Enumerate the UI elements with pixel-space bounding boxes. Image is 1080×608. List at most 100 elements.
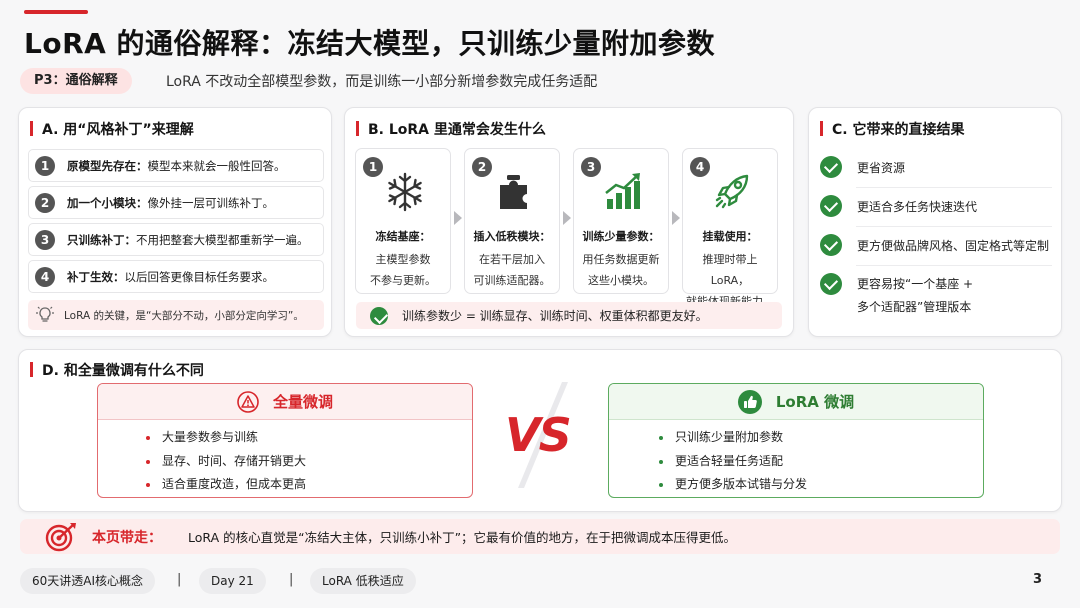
section-a-heading-text: A. 用“风格补丁”来理解 [42,122,194,138]
tip-text: LoRA 的关键，是“大部分不动，小部分定向学习”。 [64,309,304,322]
concept-row: 2 加一个小模块：像外挂一层可训练补丁。 [28,186,324,219]
step-arrow [454,211,462,225]
step-arrow [563,211,571,225]
footer-topic: LoRA 低秩适应 [310,568,416,594]
result-text: 更方便做品牌风格、固定格式等定制 [857,239,1050,253]
result-text: 多个适配器”管理版本 [857,300,972,314]
concept-row: 4 补丁生效：以后回答更像目标任务要求。 [28,260,324,293]
section-b-heading-text: B. LoRA 里通常会发生什么 [368,122,546,138]
process-step: 3 训练少量参数： 用任务数据更新这些小模块。 [573,148,669,294]
footer-separator: | [177,572,182,587]
check-icon [820,195,842,217]
result-text: 更容易按“一个基座 + [857,277,974,291]
step-desc-line: 主模型参数 [375,253,431,266]
result-item: 更省资源 [820,156,905,178]
row-bold: 只训练补丁： [67,232,136,247]
footer-day: Day 21 [199,568,266,594]
row-text: 不用把整套大模型都重新学一遍。 [136,232,309,247]
list-item: 适合重度改造，但成本更高 [146,473,306,497]
row-bold: 补丁生效： [67,269,125,284]
section-c-heading: C. 它带来的直接结果 [820,119,964,139]
step-number: 2 [472,157,492,177]
list-item: 只训练少量附加参数 [659,426,807,450]
row-bold: 加一个小模块： [67,195,148,210]
full-finetune-panel: 全量微调 大量参数参与训练 显存、时间、存储开销更大 适合重度改造，但成本更高 [97,383,473,498]
page-tag: P3：通俗解释 [20,68,132,94]
step-number: 3 [581,157,601,177]
warning-icon [237,390,259,413]
section-b-tip: 训练参数少 = 训练显存、训练时间、权重体积都更友好。 [356,302,782,329]
card-section-a [18,107,332,337]
divider [856,187,1052,188]
process-step: 2 插入低秩模块： 在若干层加入可训练适配器。 [464,148,560,294]
section-c-heading-text: C. 它带来的直接结果 [832,122,965,138]
snowflake-icon [388,172,422,212]
process-step: 4 挂载使用： 推理时带上 LoRA，就能体现新能力。 [682,148,778,308]
lora-finetune-title: LoRA 微调 [775,393,855,411]
page-subtitle: LoRA 不改动全部模型参数，而是训练一小部分新增参数完成任务适配 [166,74,598,90]
lora-finetune-header: LoRA 微调 [609,384,983,420]
step-desc: 用任务数据更新这些小模块。 [574,249,668,291]
step-number: 1 [363,157,383,177]
target-icon [45,522,76,551]
takeaway-label: 本页带走： [92,529,162,546]
concept-row: 3 只训练补丁：不用把整套大模型都重新学一遍。 [28,223,324,256]
result-text: 更适合多任务快速迭代 [857,200,978,214]
puzzle-icon [500,175,527,209]
step-desc-line: 这些小模块。 [588,274,654,287]
check-icon [820,273,842,295]
step-desc: 主模型参数不参与更新。 [356,249,450,291]
page-number: 3 [1032,572,1042,587]
section-a-tip: LoRA 的关键，是“大部分不动，小部分定向学习”。 [28,300,324,330]
process-step: 1 冻结基座： 主模型参数不参与更新。 [355,148,451,294]
full-finetune-list: 大量参数参与训练 显存、时间、存储开销更大 适合重度改造，但成本更高 [146,426,306,497]
card-section-c [808,107,1062,337]
lightbulb-icon [36,306,54,322]
takeaway-banner: 本页带走： LoRA 的核心直觉是“冻结大主体，只训练小补丁”；它最有价值的地方… [20,519,1060,554]
step-title: 训练少量参数： [582,230,660,243]
takeaway-text: LoRA 的核心直觉是“冻结大主体，只训练小补丁”；它最有价值的地方，在于把微调… [188,530,737,545]
section-a-heading: A. 用“风格补丁”来理解 [30,119,194,139]
row-bold: 原模型先存在： [67,158,148,173]
result-item: 更方便做品牌风格、固定格式等定制 [820,234,1049,256]
page-title: LoRA 的通俗解释：冻结大模型，只训练少量附加参数 [24,27,716,60]
step-desc-line: 可训练适配器。 [473,274,551,287]
footer-separator: | [289,572,294,587]
step-desc-line: 在若干层加入 [479,253,545,266]
thumbs-up-icon [737,389,762,414]
title-accent-bar [24,10,88,14]
check-icon [820,234,842,256]
step-number: 1 [35,155,55,176]
section-d-heading-text: D. 和全量微调有什么不同 [42,363,204,379]
full-finetune-header: 全量微调 [98,384,472,420]
step-number: 2 [35,192,55,213]
row-text: 像外挂一层可训练补丁。 [147,195,275,210]
row-text: 模型本来就会一般性回答。 [147,158,286,173]
check-icon [370,306,388,325]
step-desc-line: 不参与更新。 [370,274,436,287]
result-item: 更适合多任务快速迭代 [820,195,977,217]
concept-row: 1 原模型先存在：模型本来就会一般性回答。 [28,149,324,182]
tip-text: 训练参数少 = 训练显存、训练时间、权重体积都更友好。 [402,309,708,323]
section-d-heading: D. 和全量微调有什么不同 [30,360,204,380]
result-item: 更容易按“一个基座 + 多个适配器”管理版本 [820,273,973,319]
check-icon [820,156,842,178]
list-item: 大量参数参与训练 [146,426,306,450]
rocket-icon [715,174,749,209]
full-finetune-title: 全量微调 [272,393,333,411]
vs-label: VS [505,408,572,462]
list-item: 更方便多版本试错与分发 [659,473,807,497]
list-item: 更适合轻量任务适配 [659,450,807,474]
step-title: 挂载使用： [702,230,758,243]
step-title: 冻结基座： [375,230,431,243]
step-number: 3 [35,229,55,250]
row-text: 以后回答更像目标任务要求。 [124,269,275,284]
step-desc-line: 用任务数据更新 [582,253,660,266]
growth-chart-icon [605,173,640,209]
step-desc-line: 推理时带上 LoRA， [702,253,758,287]
step-desc: 在若干层加入可训练适配器。 [465,249,559,291]
step-title: 插入低秩模块： [473,230,551,243]
result-text: 更省资源 [857,161,906,175]
lora-finetune-list: 只训练少量附加参数 更适合轻量任务适配 更方便多版本试错与分发 [659,426,807,497]
